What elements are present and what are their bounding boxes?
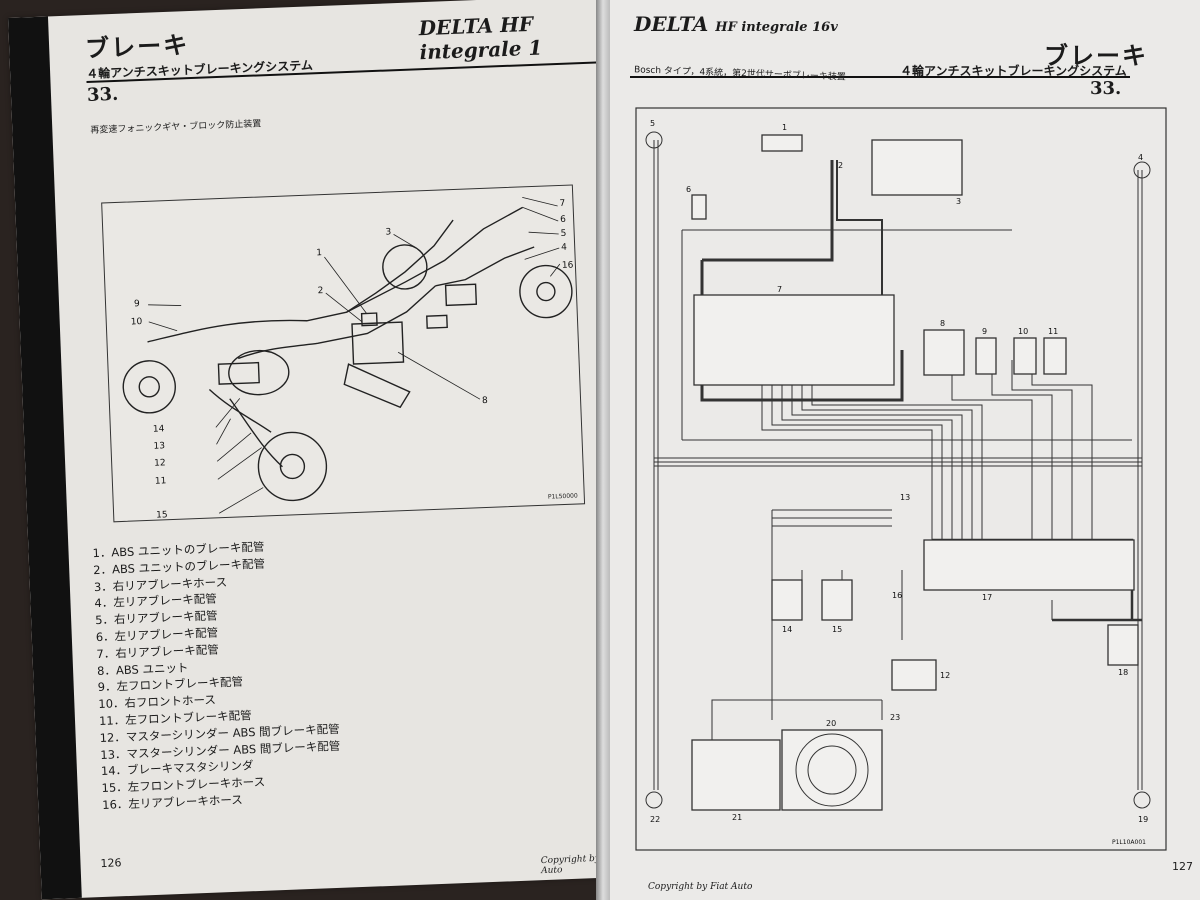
left-figure-note: 再変速フォニックギヤ・ブロック防止装置 bbox=[90, 119, 262, 136]
left-page-number: 126 bbox=[100, 856, 122, 871]
callout-12: 12 bbox=[154, 458, 166, 468]
model-variant: HF integrale 16v bbox=[715, 20, 838, 35]
right-model-name: DELTA HF integrale 16v bbox=[634, 12, 838, 36]
left-section-number: 33. bbox=[86, 83, 119, 107]
right-page: DELTA HF integrale 16v ブレーキ ４輪アンチスキットブレー… bbox=[604, 0, 1200, 900]
wiring-label-16: 16 bbox=[892, 591, 902, 600]
callout-8: 8 bbox=[482, 396, 488, 406]
right-page-subtitle: ４輪アンチスキットブレーキングシステム bbox=[900, 64, 1127, 78]
wiring-label-20: 20 bbox=[826, 719, 836, 728]
wiring-label-17: 17 bbox=[982, 593, 992, 602]
figure-code: P1L50000 bbox=[547, 492, 578, 501]
wiring-label-19: 19 bbox=[1138, 815, 1148, 824]
callout-3: 3 bbox=[385, 227, 391, 237]
wiring-label-1: 1 bbox=[782, 123, 787, 132]
right-page-title: ブレーキ bbox=[1044, 42, 1148, 70]
wiring-label-22: 22 bbox=[650, 815, 660, 824]
callout-1: 1 bbox=[316, 248, 322, 258]
wiring-label-12: 12 bbox=[940, 671, 950, 680]
callout-13: 13 bbox=[153, 441, 165, 451]
wiring-label-8: 8 bbox=[940, 319, 945, 328]
callout-6: 6 bbox=[560, 215, 566, 225]
callout-7: 7 bbox=[559, 199, 565, 209]
brake-piping-illustration: 1 2 3 4 5 6 7 8 9 10 11 12 13 14 15 16 bbox=[122, 197, 574, 521]
callout-14: 14 bbox=[153, 424, 165, 434]
left-model-name: DELTA HF integrale 1 bbox=[418, 11, 543, 65]
header-rule bbox=[630, 76, 1130, 78]
wiring-label-21: 21 bbox=[732, 813, 742, 822]
diagram-code: P1L10A001 bbox=[1112, 839, 1146, 846]
wiring-label-15: 15 bbox=[832, 625, 842, 634]
brake-piping-figure: 1 2 3 4 5 6 7 8 9 10 11 12 13 14 15 16 P… bbox=[101, 184, 586, 523]
callout-11: 11 bbox=[155, 476, 167, 486]
right-page-number: 127 bbox=[1172, 860, 1193, 873]
callout-10: 10 bbox=[131, 317, 143, 327]
wiring-label-14: 14 bbox=[782, 625, 792, 634]
callout-5: 5 bbox=[561, 229, 567, 239]
right-diagram-note: Bosch タイプ，4系統，第2世代サーボブレーキ装置 bbox=[633, 65, 846, 83]
wiring-label-13: 13 bbox=[900, 493, 910, 502]
wiring-label-2: 2 bbox=[838, 161, 843, 170]
book-gutter bbox=[596, 0, 610, 900]
left-page: ブレーキ DELTA HF integrale 1 ４輪アンチスキットブレーキン… bbox=[8, 0, 640, 900]
wiring-label-6: 6 bbox=[686, 185, 691, 194]
left-page-title: ブレーキ bbox=[84, 31, 190, 64]
wiring-label-3: 3 bbox=[956, 197, 961, 206]
callout-2: 2 bbox=[318, 286, 324, 296]
parts-legend: 1．ABS ユニットのブレーキ配管 2．ABS ユニットのブレーキ配管 3．右リ… bbox=[92, 536, 342, 814]
wiring-label-4: 4 bbox=[1138, 153, 1143, 162]
wiring-label-10: 10 bbox=[1018, 327, 1028, 336]
right-copyright: Copyright by Fiat Auto bbox=[648, 882, 753, 892]
wiring-label-18: 18 bbox=[1118, 668, 1128, 677]
callout-4: 4 bbox=[561, 243, 567, 253]
model-name: DELTA bbox=[634, 12, 709, 36]
right-section-number: 33. bbox=[1090, 78, 1122, 99]
callout-16: 16 bbox=[562, 260, 574, 270]
page-edge-shadow bbox=[8, 16, 82, 900]
wiring-label-23: 23 bbox=[890, 713, 900, 722]
callout-15: 15 bbox=[156, 510, 168, 520]
wiring-label-9: 9 bbox=[982, 327, 987, 336]
callout-9: 9 bbox=[134, 299, 140, 309]
wiring-label-5: 5 bbox=[650, 119, 655, 128]
wiring-label-11: 11 bbox=[1048, 327, 1058, 336]
wiring-label-7: 7 bbox=[777, 285, 782, 294]
abs-wiring-diagram: 1 2 3 4 5 6 7 8 9 10 11 12 13 14 15 16 1… bbox=[635, 107, 1167, 851]
